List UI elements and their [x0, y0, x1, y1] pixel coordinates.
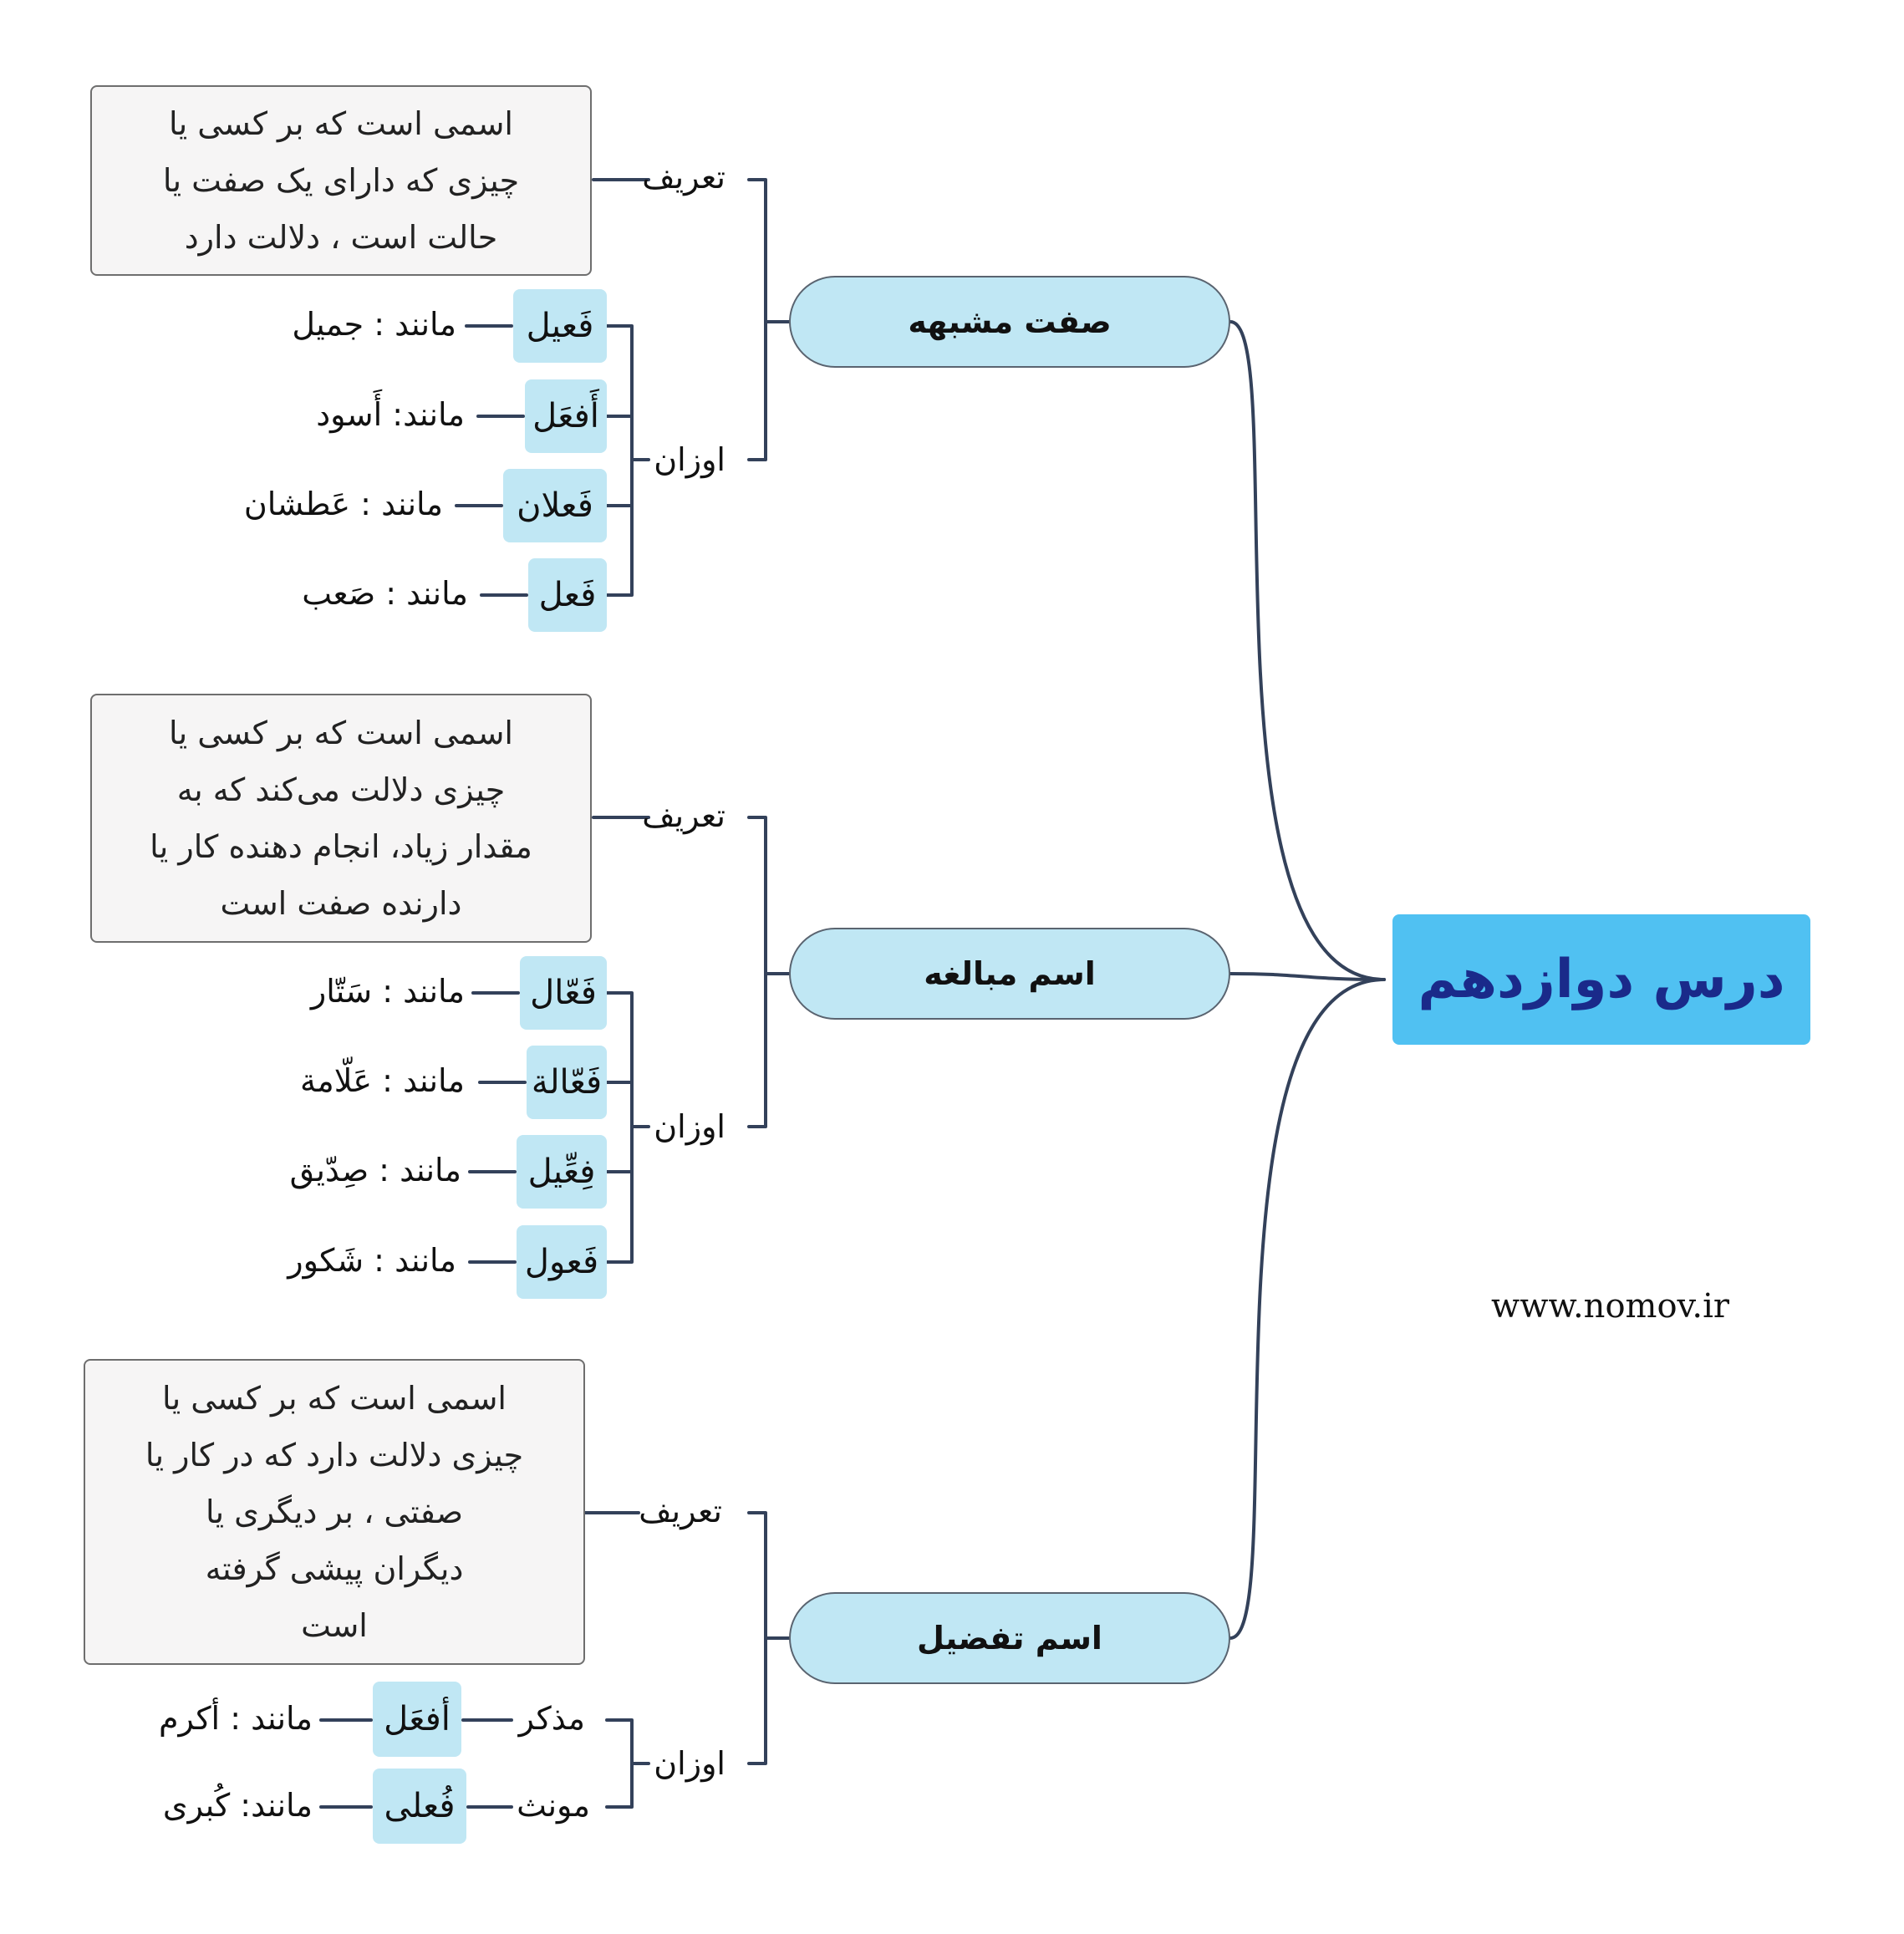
connector-branch-2-split	[747, 816, 791, 1128]
pattern-badge[interactable]: فَعول	[517, 1225, 607, 1299]
example-text: مانند : صَعب	[302, 575, 468, 612]
connector-root-branch-2	[1229, 972, 1386, 981]
pattern-badge[interactable]: فَعّال	[520, 956, 607, 1030]
topic-title: اسم تفضیل	[917, 1620, 1102, 1657]
definition-label: تعریف	[642, 159, 725, 196]
example-text: مانند : سَتّار	[310, 973, 465, 1010]
pattern-badge[interactable]: فَعیل	[513, 289, 607, 363]
topic-title: اسم مبالغه	[924, 955, 1096, 992]
example-text: مانند : أکرم	[158, 1700, 313, 1737]
patterns-label: اوزان	[654, 1745, 725, 1782]
connector-root-branch-1	[1229, 320, 1386, 981]
pattern-badge[interactable]: فَعّالة	[527, 1046, 607, 1119]
definition-box[interactable]: اسمی است که بر کسی یا چیزی که دارای یک ص…	[90, 85, 592, 276]
topic-title: صفت مشبهه	[908, 303, 1112, 340]
gender-label: مذکر	[518, 1700, 585, 1737]
connector-branch-2-patterns	[605, 991, 650, 1264]
patterns-label: اوزان	[654, 441, 725, 478]
patterns-label: اوزان	[654, 1108, 725, 1145]
example-text: مانند : شَکور	[288, 1242, 456, 1279]
website-watermark: www.nomov.ir	[1491, 1287, 1730, 1326]
definition-box[interactable]: اسمی است که بر کسی یا چیزی دلالت می‌کند …	[90, 694, 592, 943]
connector-branch-1-patterns	[605, 324, 650, 597]
pattern-badge[interactable]: فَعلان	[503, 469, 607, 542]
topic-esm-mobaleghe[interactable]: اسم مبالغه	[789, 928, 1230, 1020]
definition-label: تعریف	[639, 1493, 722, 1529]
example-text: مانند : جمیل	[292, 306, 456, 343]
pattern-badge[interactable]: فِعِّیل	[517, 1135, 607, 1209]
connector-branch-3-patterns	[605, 1718, 650, 1809]
example-text: مانند: کُبری	[162, 1787, 313, 1824]
example-text: مانند : عَلّامة	[300, 1062, 465, 1099]
pattern-badge[interactable]: أفعَل	[373, 1682, 461, 1757]
connector-root-branch-3	[1229, 978, 1386, 1640]
example-text: مانند : صِدّیق	[289, 1152, 461, 1188]
example-text: مانند: أَسود	[316, 396, 465, 433]
definition-label: تعریف	[642, 797, 725, 834]
connector-branch-3-split	[747, 1511, 791, 1765]
topic-esm-tafzil[interactable]: اسم تفضیل	[789, 1592, 1230, 1684]
gender-label: مونث	[517, 1787, 590, 1824]
pattern-badge[interactable]: أَفعَل	[525, 379, 607, 453]
root-topic[interactable]: درس دوازدهم	[1392, 914, 1810, 1045]
connector-branch-1-split	[747, 178, 791, 461]
pattern-badge[interactable]: فَعل	[528, 558, 607, 632]
example-text: مانند : عَطشان	[243, 486, 443, 522]
root-title: درس دوازدهم	[1418, 949, 1785, 1010]
definition-box[interactable]: اسمی است که بر کسی یا چیزی دلالت دارد که…	[84, 1359, 585, 1665]
topic-sefat-moshabbahe[interactable]: صفت مشبهه	[789, 276, 1230, 368]
pattern-badge[interactable]: فُعلی	[373, 1769, 466, 1844]
